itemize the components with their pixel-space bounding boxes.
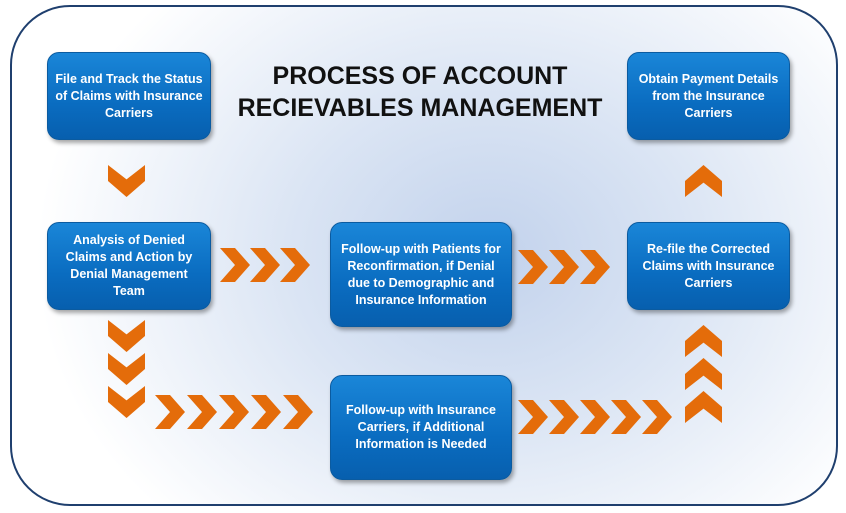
right-chevron-icon [549, 400, 579, 434]
step-file-track: File and Track the Status of Claims with… [47, 52, 211, 140]
title-line-2: RECIEVABLES MANAGEMENT [237, 94, 603, 122]
right-chevron-icon [642, 400, 672, 434]
right-chevron-icon [580, 400, 610, 434]
step-followup-patients: Follow-up with Patients for Reconfirmati… [330, 222, 512, 327]
up-chevron-icon [685, 165, 722, 197]
down-chevron-icon [108, 165, 145, 197]
step-followup-carriers: Follow-up with Insurance Carriers, if Ad… [330, 375, 512, 480]
up-chevron-icon [685, 358, 722, 390]
step-refile: Re-file the Corrected Claims with Insura… [627, 222, 790, 310]
right-chevron-icon [580, 250, 610, 284]
right-chevron-icon [187, 395, 217, 429]
diagram-title: PROCESS OF ACCOUNT RECIEVABLES MANAGEMEN… [225, 60, 615, 124]
right-chevron-icon [220, 248, 250, 282]
right-chevron-icon [251, 395, 281, 429]
step-analysis: Analysis of Denied Claims and Action by … [47, 222, 211, 310]
right-chevron-icon [518, 400, 548, 434]
right-chevron-icon [611, 400, 641, 434]
right-chevron-icon [219, 395, 249, 429]
right-chevron-icon [280, 248, 310, 282]
right-chevron-icon [549, 250, 579, 284]
right-chevron-icon [250, 248, 280, 282]
step-obtain-payment: Obtain Payment Details from the Insuranc… [627, 52, 790, 140]
down-chevron-icon [108, 386, 145, 418]
down-chevron-icon [108, 320, 145, 352]
down-chevron-icon [108, 353, 145, 385]
right-chevron-icon [518, 250, 548, 284]
right-chevron-icon [283, 395, 313, 429]
up-chevron-icon [685, 391, 722, 423]
title-line-1: PROCESS OF ACCOUNT [272, 62, 568, 90]
right-chevron-icon [155, 395, 185, 429]
up-chevron-icon [685, 325, 722, 357]
